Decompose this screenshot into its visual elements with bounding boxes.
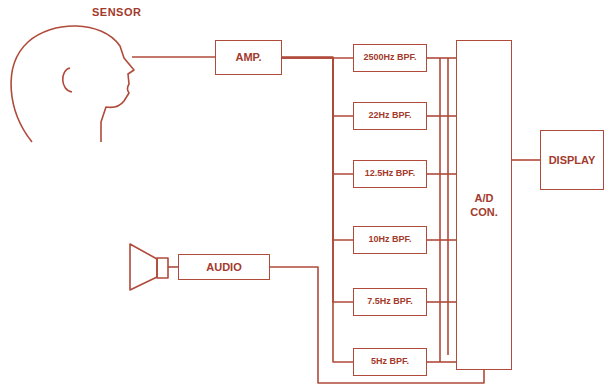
head-outline — [11, 26, 134, 142]
box-text: 12.5Hz BPF. — [365, 168, 416, 180]
signal-wire — [282, 58, 353, 117]
speaker-wire — [168, 266, 178, 268]
speaker-cone — [130, 244, 157, 290]
signal-wire — [427, 361, 456, 363]
signal-wire — [282, 58, 353, 175]
head-ear — [63, 68, 72, 92]
converter-box: A/D CON. — [456, 40, 512, 370]
sensor-wire — [132, 56, 215, 58]
filter-box: 2500Hz BPF. — [353, 44, 427, 72]
box-text: DISPLAY — [549, 153, 596, 167]
display-box: DISPLAY — [540, 130, 604, 190]
filter-box: 5Hz BPF. — [353, 348, 427, 376]
box-text: 10Hz BPF. — [368, 234, 411, 246]
audio-box: AUDIO — [178, 254, 270, 280]
box-text: 2500Hz BPF. — [363, 52, 416, 64]
box-text: 22Hz BPF. — [368, 110, 411, 122]
signal-wire — [512, 159, 540, 161]
box-text: AMP. — [235, 50, 261, 64]
sensor-label: SENSOR — [92, 6, 141, 18]
signal-wire — [427, 301, 456, 303]
signal-wire — [427, 173, 456, 175]
filter-box: 22Hz BPF. — [353, 102, 427, 130]
amplifier-box: AMP. — [215, 40, 282, 75]
signal-wire — [427, 57, 456, 59]
speaker-magnet — [157, 258, 168, 278]
box-text: 5Hz BPF. — [371, 356, 409, 368]
filter-box: 12.5Hz BPF. — [353, 160, 427, 188]
filter-box: 7.5Hz BPF. — [353, 288, 427, 316]
output-bus — [439, 58, 441, 362]
filter-box: 10Hz BPF. — [353, 226, 427, 254]
signal-wire — [427, 239, 456, 241]
output-bus — [447, 58, 449, 355]
signal-wire — [270, 267, 484, 383]
box-text: A/D CON. — [465, 191, 503, 220]
signal-wire — [282, 58, 353, 241]
signal-wire — [282, 58, 353, 303]
box-text: AUDIO — [206, 260, 241, 274]
box-text: 7.5Hz BPF. — [367, 296, 413, 308]
signal-wire — [427, 115, 456, 117]
